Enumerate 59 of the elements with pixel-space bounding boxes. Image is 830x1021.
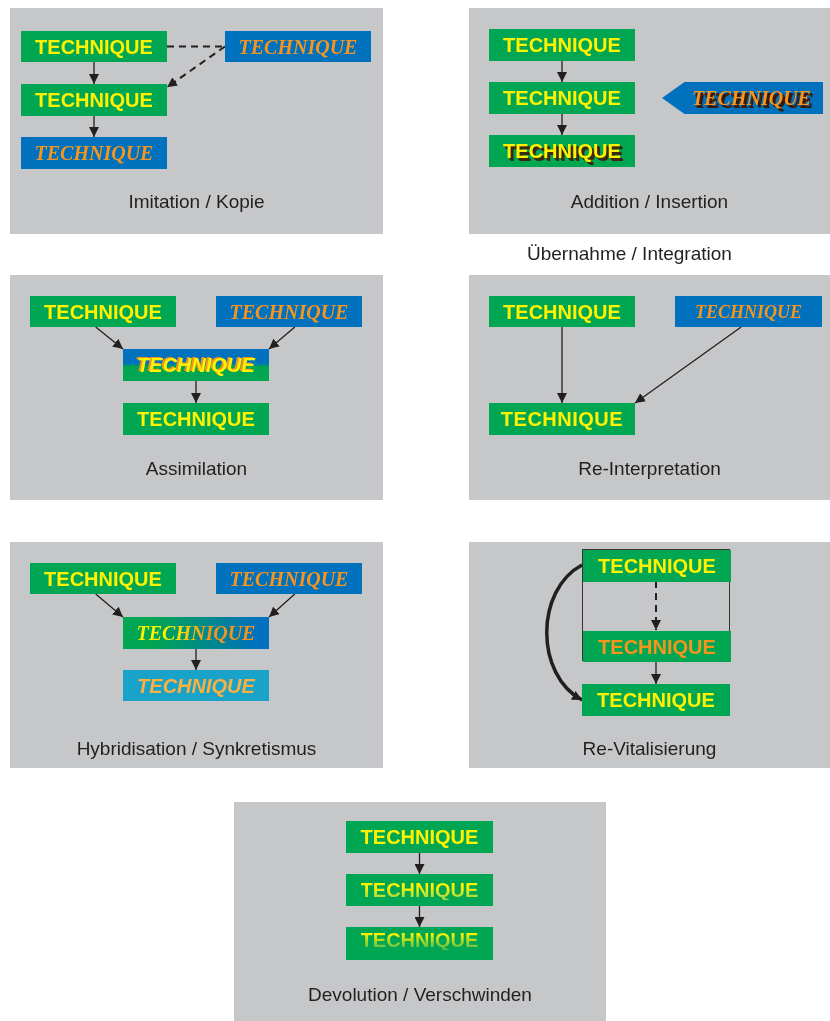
technique-box: TECHNIQUE	[216, 563, 362, 594]
technique-box: TECHNIQUE	[21, 31, 167, 62]
technique-box: TECHNIQUE	[346, 821, 493, 853]
technique-box: TECHNIQUE	[489, 135, 635, 167]
panel-caption: Hybridisation / Synkretismus	[75, 738, 318, 760]
arrow	[268, 326, 296, 350]
panel-background	[10, 8, 383, 234]
technique-box: TECHNIQUE	[346, 874, 493, 906]
section-heading: Übernahme / Integration	[527, 243, 732, 265]
technique-box: TECHNIQUE	[489, 296, 635, 327]
arrow	[191, 380, 201, 404]
panel-background	[234, 802, 606, 1021]
technique-box: TECHNIQUE	[662, 82, 823, 114]
arrow	[557, 60, 567, 83]
arrow	[557, 113, 567, 136]
panel-background	[469, 275, 830, 500]
panel-background	[10, 542, 383, 768]
technique-box: TECHNIQUE	[216, 296, 362, 327]
arrow	[268, 593, 296, 618]
technique-box: TECHNIQUE	[21, 137, 167, 169]
panel-background	[10, 275, 383, 500]
panel-caption: Re-Interpretation	[577, 458, 722, 480]
panel-caption: Addition / Insertion	[569, 191, 730, 213]
technique-box: TECHNIQUE	[582, 684, 730, 716]
technique-box: TECHNIQUE	[30, 563, 176, 594]
arrow	[191, 648, 201, 671]
arrow	[414, 852, 425, 875]
panel-background	[469, 542, 830, 768]
technique-box: TECHNIQUE	[123, 670, 269, 701]
arrow	[651, 580, 661, 631]
arrow	[651, 660, 661, 685]
technique-box: TECHNIQUE	[346, 927, 493, 960]
panel-caption: Imitation / Kopie	[127, 191, 266, 213]
arrow	[89, 115, 99, 138]
arrow	[545, 563, 583, 702]
arrow	[557, 326, 567, 404]
arrow	[95, 593, 124, 618]
technique-box: TECHNIQUE	[489, 29, 635, 61]
panel-caption: Assimilation	[144, 458, 249, 480]
arrow	[634, 326, 742, 404]
technique-box: TECHNIQUE	[225, 31, 371, 62]
panel-caption: Devolution / Verschwinden	[307, 984, 533, 1006]
frame-box	[582, 549, 730, 661]
technique-box: TECHNIQUE	[583, 631, 731, 662]
technique-box: TECHNIQUE	[489, 82, 635, 114]
technique-box: TECHNIQUE	[30, 296, 176, 327]
technique-box: TECHNIQUE	[123, 349, 269, 381]
technique-box: TECHNIQUE	[21, 84, 167, 116]
technique-box: TECHNIQUE	[675, 296, 822, 327]
arrow	[89, 61, 99, 85]
technique-box: TECHNIQUE	[489, 403, 635, 435]
technique-box: TECHNIQUE	[123, 617, 269, 649]
technique-box: TECHNIQUE	[123, 403, 269, 435]
panel-background	[469, 8, 830, 234]
arrow	[414, 905, 425, 928]
arrow	[166, 45, 226, 89]
technique-box: TECHNIQUE	[583, 550, 731, 582]
arrow	[95, 326, 124, 350]
panel-caption: Re-Vitalisierung	[581, 738, 718, 760]
